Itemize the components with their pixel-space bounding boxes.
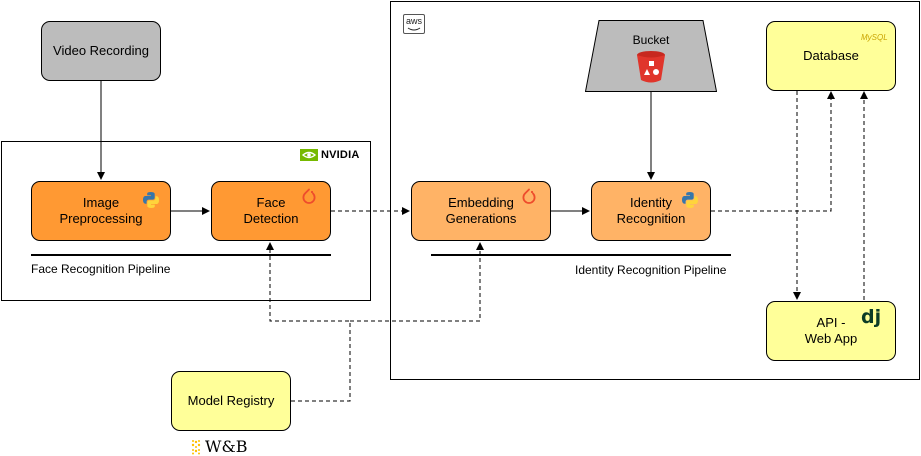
pytorch-icon <box>302 188 316 204</box>
embedding-generations-node: Embedding Generations <box>411 181 551 241</box>
identity-recognition-node: Identity Recognition <box>591 181 711 241</box>
bucket-label: Bucket <box>632 33 670 47</box>
identity-pipeline-bar <box>431 254 731 256</box>
wandb-wordmark: W&B <box>205 437 248 456</box>
edge-registry-to-detection <box>266 242 351 402</box>
nvidia-eye-icon <box>300 149 318 161</box>
edge-identity-to-database <box>711 91 835 212</box>
nvidia-wordmark: NVIDIA <box>321 149 360 161</box>
model-registry-node: Model Registry <box>171 371 291 431</box>
database-node: Database <box>766 21 896 91</box>
pytorch-icon <box>522 188 536 204</box>
python-icon <box>143 192 159 208</box>
aws-cloud-frame <box>390 1 920 380</box>
wandb-dots-icon <box>191 439 201 454</box>
aws-smile-icon <box>407 27 421 31</box>
api-web-app-node: API - Web App <box>766 301 896 361</box>
face-pipeline-caption: Face Recognition Pipeline <box>31 262 171 276</box>
face-detection-node: Face Detection <box>211 181 331 241</box>
python-icon <box>682 192 698 208</box>
nvidia-pipeline-frame <box>1 141 371 301</box>
s3-bucket-icon <box>637 51 665 83</box>
aws-logo: aws <box>403 14 425 34</box>
wandb-logo: W&B <box>191 437 247 456</box>
image-preprocessing-node: Image Preprocessing <box>31 181 171 241</box>
face-pipeline-bar <box>31 254 331 256</box>
edge-registry-to-embedding <box>350 242 484 322</box>
mysql-logo: MySQL <box>861 33 888 42</box>
nvidia-logo: NVIDIA <box>300 149 359 161</box>
aws-wordmark: aws <box>405 16 422 26</box>
django-logo: dj <box>861 306 882 328</box>
identity-pipeline-caption: Identity Recognition Pipeline <box>575 263 727 277</box>
video-recording-node: Video Recording <box>41 21 161 81</box>
